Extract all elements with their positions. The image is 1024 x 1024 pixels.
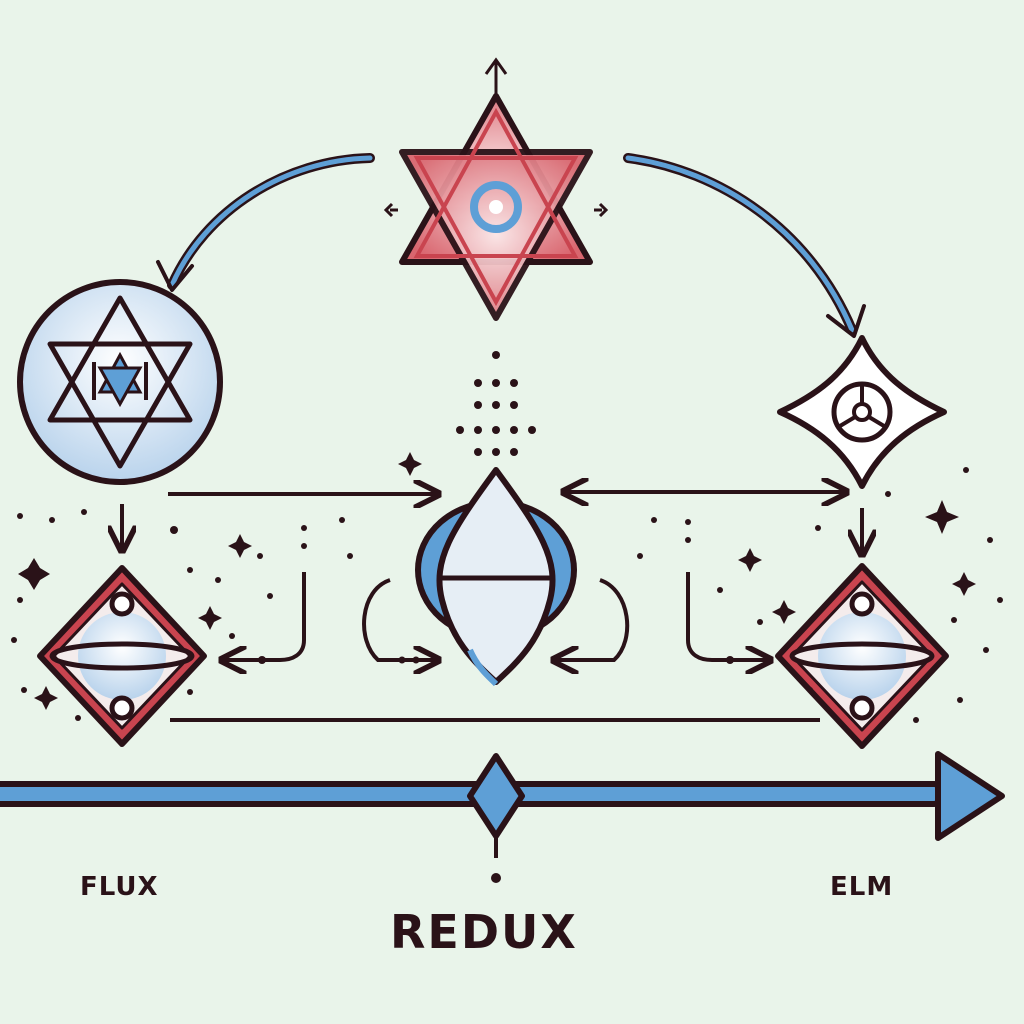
- dotted-connector-top: [456, 351, 536, 456]
- corner-connector-right: [685, 519, 768, 664]
- label-flux: FLUX: [80, 872, 159, 902]
- droplet-icon: [415, 467, 577, 687]
- diamond-orb-icon-right: [775, 563, 949, 749]
- hexagram-circle-icon: [17, 279, 223, 485]
- curved-arrow-right: [623, 153, 866, 338]
- curved-arrow-left: [156, 153, 375, 292]
- diamond-marker-icon: [467, 753, 525, 883]
- loop-arrow-right: [556, 578, 630, 660]
- shield-triad-icon: [777, 335, 947, 489]
- label-redux: REDUX: [390, 905, 578, 959]
- decorative-sparkles: [11, 452, 1003, 723]
- corner-connector-left: [224, 525, 307, 664]
- diamond-orb-icon-left: [37, 565, 207, 747]
- hexagram-eye-icon: [383, 57, 609, 321]
- timeline-arrow: [0, 751, 1005, 841]
- label-elm: ELM: [830, 872, 894, 902]
- loop-arrow-left: [362, 578, 436, 664]
